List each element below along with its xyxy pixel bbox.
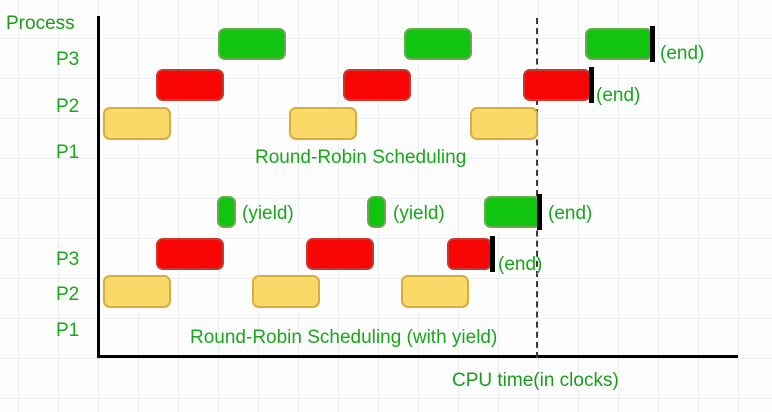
lower-p1-slice-3 [401, 275, 469, 308]
lower-p3-yield-slice-1 [217, 196, 236, 228]
upper-p2-end-label: (end) [596, 85, 641, 106]
lower-p3-end-marker [537, 194, 542, 230]
lower-p2-slice-1 [156, 238, 224, 270]
upper-p2-end-marker [589, 67, 594, 103]
lower-p3-yield-label-2: (yield) [393, 203, 445, 224]
lower-p2-slice-2 [306, 238, 374, 270]
upper-p3-slice-2 [404, 28, 472, 60]
y-axis-line [97, 16, 100, 358]
upper-p1-slice-3 [470, 107, 538, 140]
lower-row-label-p2: P2 [56, 284, 80, 305]
lower-row-label-p1: P1 [56, 320, 80, 341]
upper-chart-caption: Round-Robin Scheduling [255, 147, 467, 168]
lower-p1-slice-2 [252, 275, 320, 308]
upper-p3-slice-1 [218, 28, 286, 60]
y-axis-title: Process [6, 13, 75, 34]
lower-p2-end-label: (end) [498, 254, 543, 275]
upper-row-label-p2: P2 [56, 96, 80, 117]
upper-p2-slice-2 [343, 69, 411, 101]
lower-p3-yield-label-1: (yield) [242, 203, 294, 224]
upper-p1-slice-1 [103, 107, 171, 140]
lower-row-label-p3: P3 [56, 249, 80, 270]
lower-p3-slice-final [484, 196, 541, 228]
x-axis-title: CPU time(in clocks) [452, 370, 619, 391]
lower-chart-caption: Round-Robin Scheduling (with yield) [190, 327, 498, 348]
upper-row-label-p1: P1 [56, 142, 80, 163]
upper-p3-end-marker [650, 26, 655, 62]
x-axis-line [97, 355, 738, 358]
upper-row-label-p3: P3 [56, 49, 80, 70]
upper-p3-end-label: (end) [660, 43, 705, 64]
lower-p2-end-marker [490, 236, 495, 272]
lower-p2-slice-3 [447, 238, 492, 270]
upper-p3-slice-3 [585, 28, 653, 60]
lower-p3-yield-slice-2 [367, 196, 386, 228]
upper-p2-slice-3 [523, 69, 591, 101]
time-divider-dashed-line [536, 18, 538, 358]
upper-p2-slice-1 [156, 69, 224, 101]
upper-p1-slice-2 [289, 107, 357, 140]
lower-p3-end-label: (end) [548, 203, 593, 224]
lower-p1-slice-1 [103, 275, 171, 308]
